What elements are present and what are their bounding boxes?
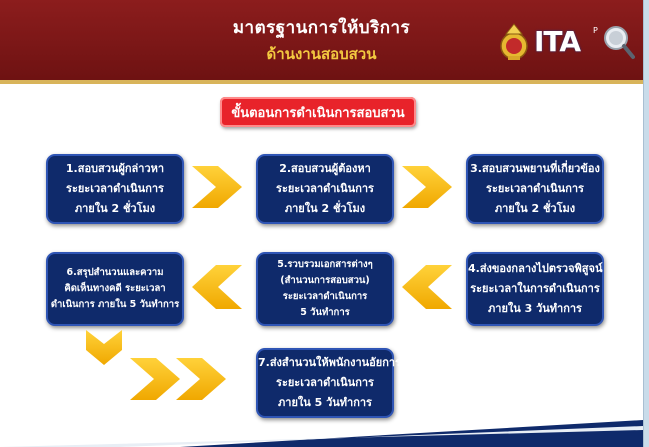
step-2-line-3: ภายใน 2 ชั่วโมง bbox=[284, 202, 366, 215]
logo-area: ITA P bbox=[497, 22, 637, 66]
step-3-line-1: 3.สอบสวนพยานที่เกี่ยวข้อง bbox=[470, 162, 600, 175]
step-1-line-2: ระยะเวลาดำเนินการ bbox=[66, 182, 164, 195]
step-7-line-1: 7.ส่งสำนวนให้พนักงานอัยการ bbox=[258, 356, 401, 369]
step-box-5: 5.รวบรวมเอกสารต่างๆ (สำนวนการสอบสวน) ระย… bbox=[256, 252, 394, 326]
chevron-right-icon bbox=[176, 358, 226, 400]
header-subtitle: ด้านงานสอบสวน bbox=[266, 45, 377, 63]
chevron-left-icon bbox=[402, 265, 452, 309]
step-4-line-2: ระยะเวลาในการดำเนินการ bbox=[470, 282, 600, 295]
step-1-line-1: 1.สอบสวนผู้กล่าวหา bbox=[65, 162, 165, 175]
step-6-line-1: 6.สรุปสำนวนและความ bbox=[66, 267, 164, 278]
ita-logo-mark: P bbox=[593, 26, 598, 35]
step-box-2: 2.สอบสวนผู้ต้องหา ระยะเวลาดำเนินการ ภายใ… bbox=[256, 154, 394, 224]
step-box-4: 4.ส่งของกลางไปตรวจพิสูจน์ ระยะเวลาในการด… bbox=[466, 252, 604, 326]
step-4-line-1: 4.ส่งของกลางไปตรวจพิสูจน์ bbox=[468, 262, 603, 275]
header-title: มาตรฐานการให้บริการ bbox=[232, 18, 411, 38]
step-5-line-4: 5 วันทำการ bbox=[300, 307, 350, 318]
chevron-right-icon bbox=[130, 358, 180, 400]
step-3-line-3: ภายใน 2 ชั่วโมง bbox=[494, 202, 576, 215]
step-box-6: 6.สรุปสำนวนและความ คิดเห็นทางคดี ระยะเวล… bbox=[46, 252, 184, 326]
step-4-line-3: ภายใน 3 วันทำการ bbox=[488, 302, 582, 315]
chevron-left-icon bbox=[192, 265, 242, 309]
step-5-line-1: 5.รวบรวมเอกสารต่างๆ bbox=[277, 259, 373, 270]
step-5-line-2: (สำนวนการสอบสวน) bbox=[280, 275, 370, 286]
step-box-3: 3.สอบสวนพยานที่เกี่ยวข้อง ระยะเวลาดำเนิน… bbox=[466, 154, 604, 224]
step-box-1: 1.สอบสวนผู้กล่าวหา ระยะเวลาดำเนินการ ภาย… bbox=[46, 154, 184, 224]
chevron-right-icon bbox=[192, 166, 242, 208]
step-7-line-3: ภายใน 5 วันทำการ bbox=[278, 396, 372, 409]
chevron-right-icon bbox=[402, 166, 452, 208]
step-3-line-2: ระยะเวลาดำเนินการ bbox=[486, 182, 584, 195]
step-7-line-2: ระยะเวลาดำเนินการ bbox=[276, 376, 374, 389]
bottom-decoration bbox=[0, 420, 643, 447]
step-2-line-1: 2.สอบสวนผู้ต้องหา bbox=[279, 162, 371, 175]
ita-logo-text: ITA bbox=[534, 25, 581, 58]
step-5-line-3: ระยะเวลาดำเนินการ bbox=[282, 291, 368, 302]
royal-police-emblem-icon bbox=[500, 23, 528, 60]
step-6-line-3: ดำเนินการ ภายใน 5 วันทำการ bbox=[50, 299, 180, 310]
chevron-down-icon bbox=[86, 330, 122, 365]
step-6-line-2: คิดเห็นทางคดี ระยะเวลา bbox=[64, 283, 166, 294]
step-1-line-3: ภายใน 2 ชั่วโมง bbox=[74, 202, 156, 215]
magnifier-icon bbox=[604, 26, 635, 59]
process-title: ขั้นตอนการดำเนินการสอบสวน bbox=[220, 97, 416, 127]
step-2-line-2: ระยะเวลาดำเนินการ bbox=[276, 182, 374, 195]
header-bar: มาตรฐานการให้บริการ ด้านงานสอบสวน ITA P bbox=[0, 0, 643, 84]
step-box-7: 7.ส่งสำนวนให้พนักงานอัยการ ระยะเวลาดำเนิ… bbox=[256, 348, 401, 418]
